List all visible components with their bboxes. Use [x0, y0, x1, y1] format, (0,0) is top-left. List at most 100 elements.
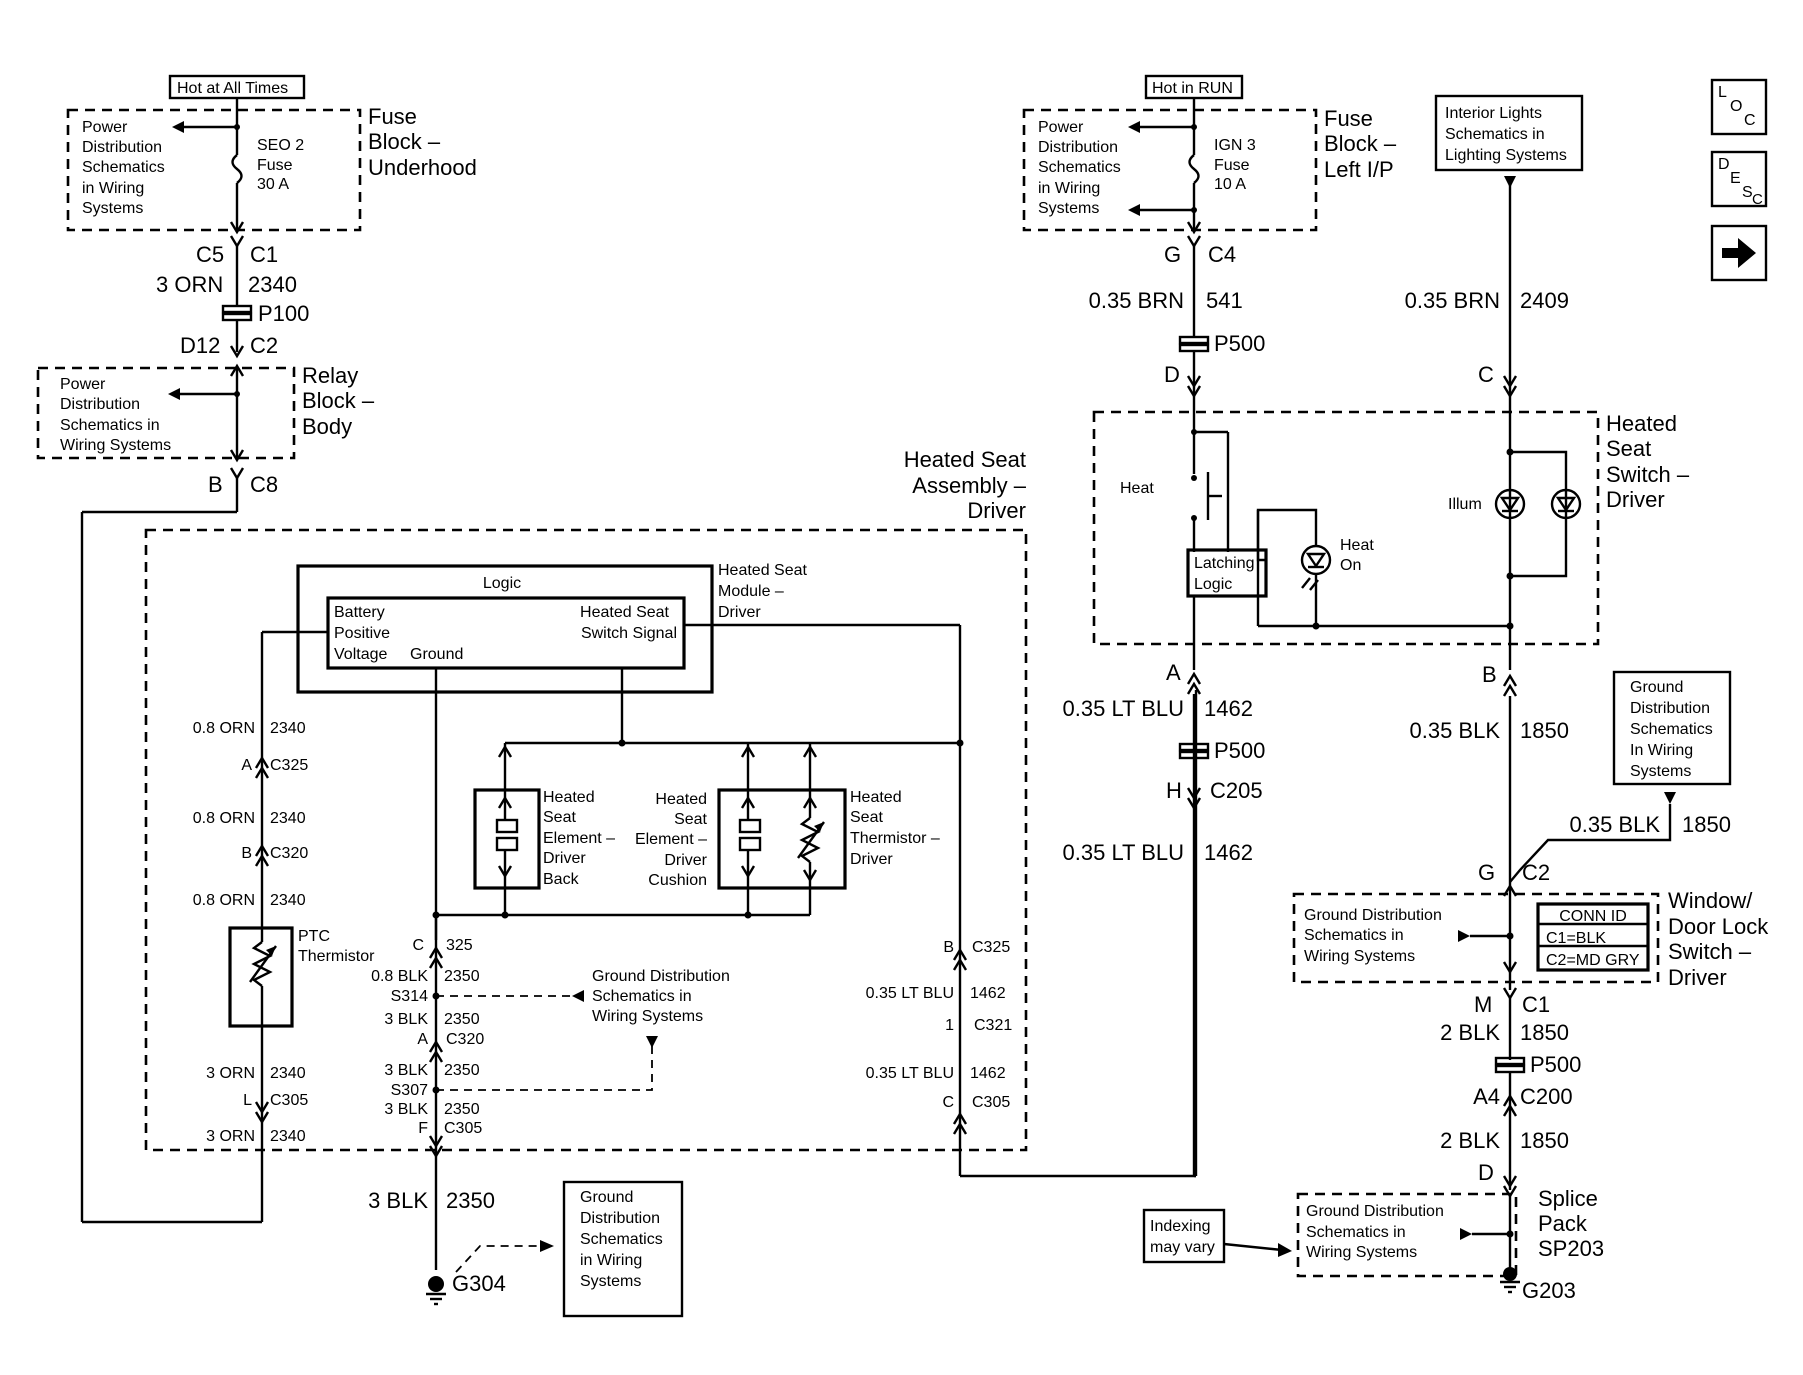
- svg-text:C1: C1: [250, 242, 278, 267]
- svg-text:C1: C1: [1522, 992, 1550, 1017]
- svg-text:Latching: Latching: [1194, 555, 1255, 572]
- svg-text:A: A: [417, 1031, 428, 1048]
- loc-button[interactable]: L O C: [1710, 78, 1768, 136]
- svg-text:2340: 2340: [270, 720, 306, 737]
- svg-text:Fuse: Fuse: [257, 157, 293, 174]
- svg-text:0.8 ORN: 0.8 ORN: [193, 892, 255, 909]
- svg-text:D: D: [1718, 156, 1730, 173]
- gnd-dist-label-1: Ground Distribution: [592, 968, 730, 985]
- fuse-block-left-ip-title: Fuse: [1324, 106, 1373, 131]
- svg-text:1462: 1462: [1204, 696, 1253, 721]
- svg-text:2 BLK: 2 BLK: [1440, 1128, 1500, 1153]
- svg-text:A: A: [241, 757, 252, 774]
- svg-text:C2: C2: [250, 333, 278, 358]
- svg-text:2350: 2350: [444, 968, 480, 985]
- svg-text:Ground Distribution: Ground Distribution: [1306, 1203, 1444, 1220]
- svg-text:Seat: Seat: [674, 811, 707, 828]
- svg-text:2350: 2350: [444, 1062, 480, 1079]
- heated-back-element: [473, 788, 541, 890]
- svg-text:1850: 1850: [1520, 1020, 1569, 1045]
- svg-text:Positive: Positive: [334, 625, 390, 642]
- svg-text:0.35 LT BLU: 0.35 LT BLU: [1063, 840, 1184, 865]
- svg-text:Heated: Heated: [850, 789, 902, 806]
- svg-text:2340: 2340: [270, 1128, 306, 1145]
- svg-text:CONN ID: CONN ID: [1559, 908, 1627, 925]
- svg-text:Driver: Driver: [1668, 965, 1727, 990]
- svg-text:Block –: Block –: [1324, 131, 1397, 156]
- svg-text:B: B: [208, 472, 223, 497]
- illum-led-2-icon: [1550, 488, 1582, 520]
- svg-text:Distribution: Distribution: [1038, 139, 1118, 156]
- svg-text:G304: G304: [452, 1271, 506, 1296]
- svg-text:Driver: Driver: [543, 850, 586, 867]
- svg-text:Body: Body: [302, 414, 352, 439]
- ground-g304-icon: [428, 1276, 444, 1292]
- svg-text:Ground: Ground: [580, 1189, 633, 1206]
- p100-label: P100: [258, 301, 309, 326]
- svg-text:Element –: Element –: [543, 830, 615, 847]
- svg-text:Heated Seat: Heated Seat: [718, 562, 808, 579]
- desc-button[interactable]: D E S C: [1710, 150, 1768, 208]
- svg-text:Wiring Systems: Wiring Systems: [1304, 948, 1415, 965]
- svg-text:3 BLK: 3 BLK: [368, 1188, 428, 1213]
- interior-lights-box: Interior Lights: [1445, 105, 1542, 122]
- svg-text:2340: 2340: [270, 810, 306, 827]
- hot-at-all-times: Hot at All Times: [177, 80, 288, 97]
- svg-text:Module –: Module –: [718, 583, 784, 600]
- svg-text:Back: Back: [543, 871, 580, 888]
- fuse-block-underhood-title: Fuse: [368, 104, 417, 129]
- svg-text:Driver: Driver: [664, 852, 707, 869]
- fuse-icon: [231, 154, 243, 184]
- svg-text:Systems: Systems: [1630, 763, 1691, 780]
- svg-text:Switch –: Switch –: [1668, 939, 1752, 964]
- svg-text:0.8 ORN: 0.8 ORN: [193, 720, 255, 737]
- svg-text:Element –: Element –: [635, 831, 707, 848]
- svg-text:Distribution: Distribution: [1630, 700, 1710, 717]
- heated-seat-switch-box: [1092, 410, 1600, 646]
- hot-in-run: Hot in RUN: [1152, 80, 1233, 97]
- svg-text:2350: 2350: [444, 1011, 480, 1028]
- svg-text:Schematics: Schematics: [580, 1231, 663, 1248]
- svg-text:325: 325: [446, 937, 473, 954]
- svg-text:G: G: [1164, 242, 1181, 267]
- svg-text:Heat: Heat: [1120, 480, 1154, 497]
- svg-text:Wiring Systems: Wiring Systems: [592, 1008, 703, 1025]
- svg-text:Schematics in: Schematics in: [1306, 1224, 1406, 1241]
- svg-text:2340: 2340: [270, 892, 306, 909]
- svg-text:C200: C200: [1520, 1084, 1573, 1109]
- svg-text:Ground: Ground: [1630, 679, 1683, 696]
- svg-text:Schematics: Schematics: [1038, 159, 1121, 176]
- illum-led-1-icon: [1494, 488, 1526, 520]
- svg-text:IGN 3: IGN 3: [1214, 137, 1256, 154]
- svg-text:C325: C325: [972, 939, 1010, 956]
- conn-c5: C5: [196, 242, 224, 267]
- svg-text:2340: 2340: [270, 1065, 306, 1082]
- svg-text:3 BLK: 3 BLK: [384, 1011, 428, 1028]
- svg-text:C: C: [1744, 112, 1756, 129]
- heat-on-indicator-icon: [1300, 544, 1332, 576]
- svg-text:S314: S314: [391, 988, 428, 1005]
- svg-text:C305: C305: [972, 1094, 1010, 1111]
- svg-text:O: O: [1730, 98, 1742, 115]
- svg-text:F: F: [418, 1120, 428, 1137]
- svg-text:Door Lock: Door Lock: [1668, 914, 1769, 939]
- svg-text:PTC: PTC: [298, 928, 330, 945]
- seat-assembly-box: [144, 528, 1028, 1152]
- svg-text:0.35 BLK: 0.35 BLK: [1569, 812, 1660, 837]
- svg-text:0.35 BRN: 0.35 BRN: [1089, 288, 1184, 313]
- svg-text:P500: P500: [1214, 331, 1265, 356]
- svg-text:1850: 1850: [1520, 1128, 1569, 1153]
- svg-text:D: D: [1164, 362, 1180, 387]
- conn-id-table: [1536, 902, 1650, 972]
- svg-text:G203: G203: [1522, 1278, 1576, 1303]
- svg-text:Thermistor –: Thermistor –: [850, 830, 940, 847]
- next-arrow-button[interactable]: [1710, 224, 1768, 282]
- svg-text:L: L: [1718, 84, 1727, 101]
- svg-text:Power: Power: [60, 376, 106, 393]
- svg-text:In Wiring: In Wiring: [1630, 742, 1693, 759]
- svg-text:Ground: Ground: [410, 646, 463, 663]
- svg-text:B: B: [241, 845, 252, 862]
- splice-pack-box: [1296, 1192, 1518, 1278]
- svg-text:Logic: Logic: [1194, 576, 1232, 593]
- window-door-lock-switch-box: [1292, 892, 1660, 984]
